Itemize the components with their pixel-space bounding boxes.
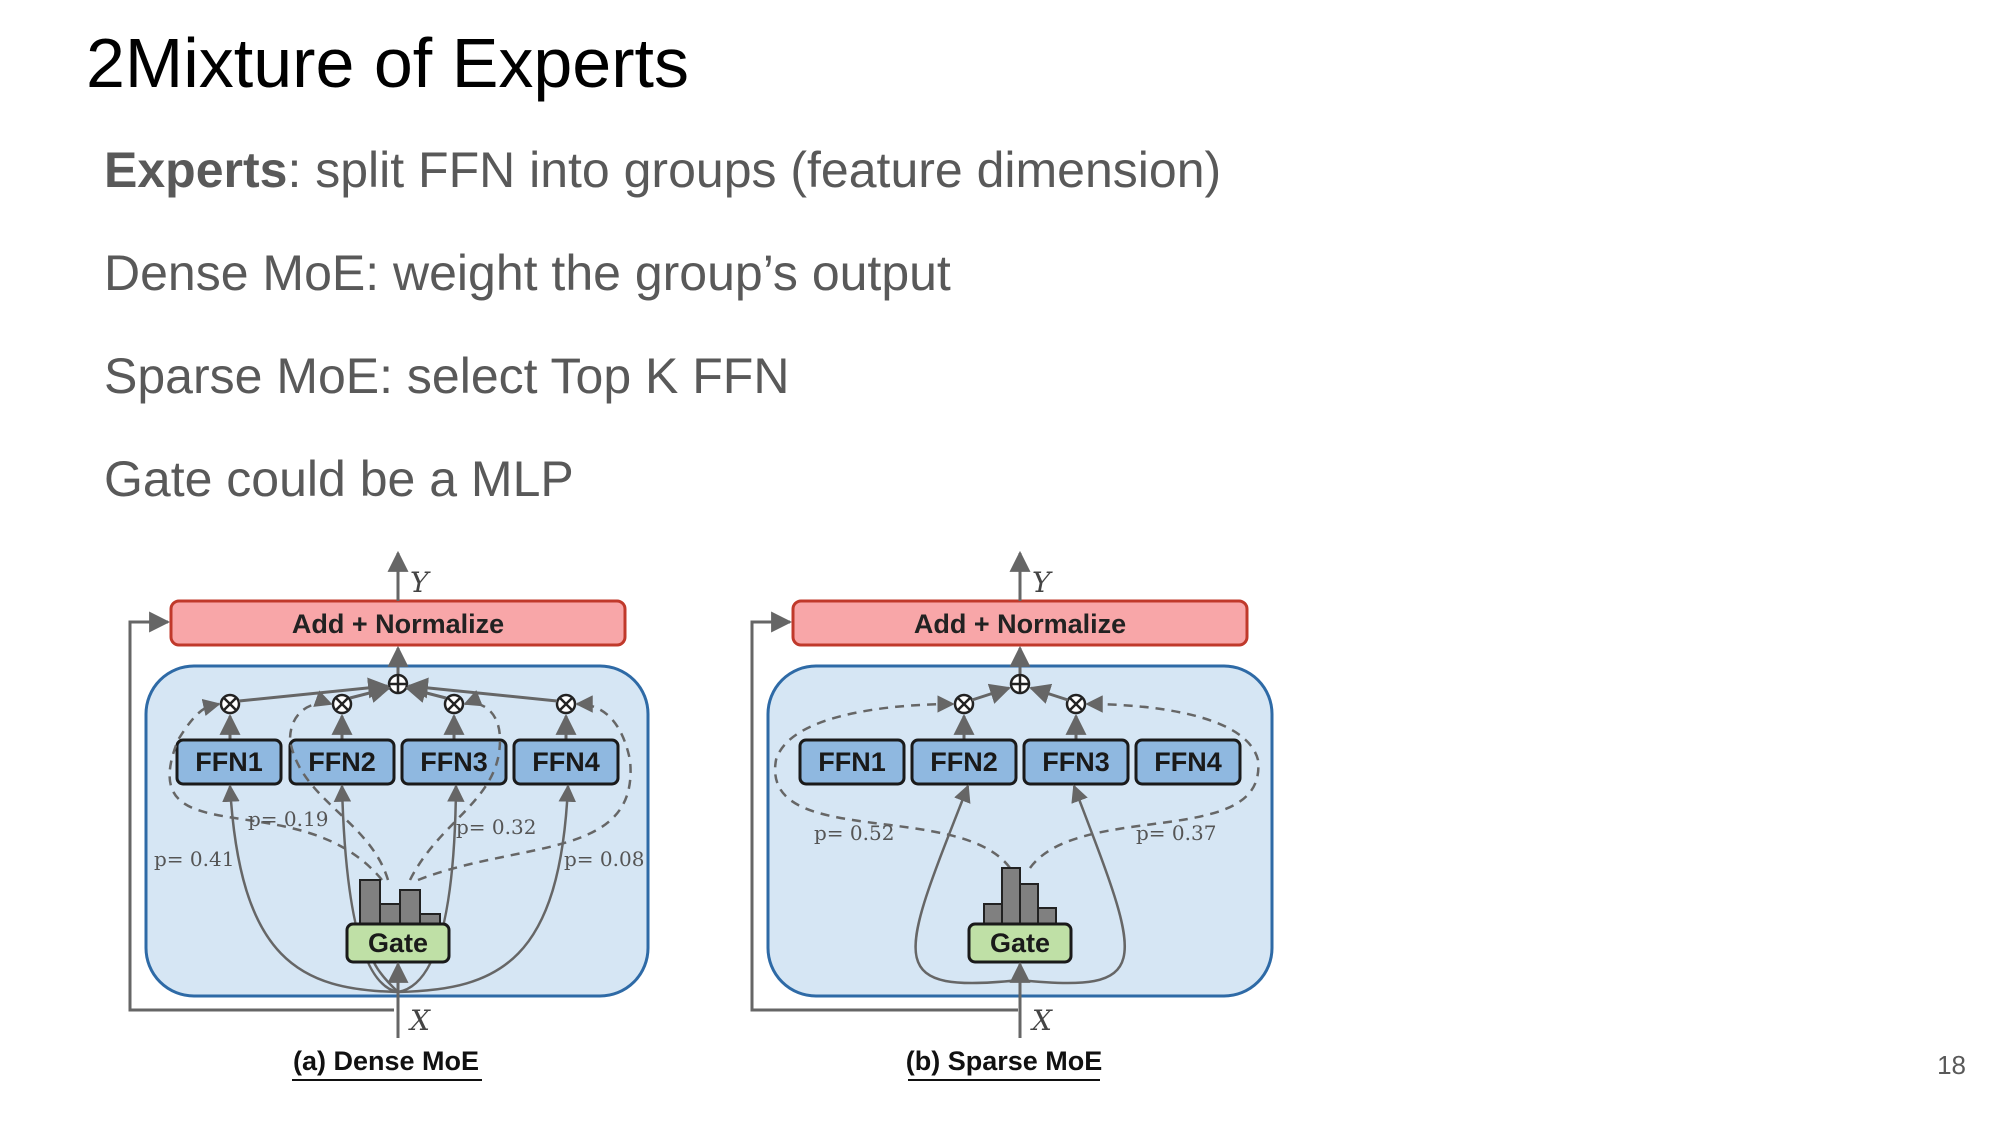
dense-caption: (a) Dense MoE [293, 1046, 479, 1076]
bullet-text: Dense MoE: weight the group’s output [104, 245, 951, 301]
dense-ffn-box [175, 738, 283, 786]
sparse-prob-label: p= 0.37 [1136, 821, 1216, 845]
sparse-residual-line [750, 611, 1018, 1012]
bullet-list: Experts: split FFN into groups (feature … [104, 140, 1221, 552]
dense-multiplier-nodes [219, 693, 577, 715]
sparse-moe-figure: Add + Normalize Y FFN1 FFN2 FFN3 FFN4 [750, 550, 1274, 1081]
bullet-bold: Experts [104, 142, 288, 198]
dense-ffn-label: FFN2 [308, 747, 376, 777]
bullet-text: : split FFN into groups (feature dimensi… [287, 142, 1222, 198]
sparse-gate-histogram [983, 867, 1057, 925]
dense-norm-label: Add + Normalize [292, 609, 504, 639]
sparse-ffn-label: FFN1 [818, 747, 886, 777]
dense-ffn-box [400, 738, 508, 786]
dense-ffn-box [288, 738, 396, 786]
dense-ffn-label: FFN3 [420, 747, 488, 777]
sparse-gate-label: Gate [990, 928, 1050, 958]
sparse-norm-label: Add + Normalize [914, 609, 1126, 639]
dense-ffn-label: FFN1 [195, 747, 263, 777]
slide-number: 18 [1937, 1050, 1966, 1080]
sparse-ffn-box [910, 738, 1018, 786]
dense-input-label: X [408, 1004, 431, 1037]
bullet-item: Experts: split FFN into groups (feature … [104, 140, 1221, 200]
sparse-ffn-label: FFN4 [1154, 747, 1222, 777]
sparse-ffn-label: FFN2 [930, 747, 998, 777]
sparse-input-label: X [1030, 1004, 1053, 1037]
dense-gate-histogram [359, 879, 441, 925]
bullet-item: Gate could be a MLP [104, 449, 1221, 509]
sparse-ffn-box [1134, 738, 1242, 786]
dense-ffn-box [512, 738, 620, 786]
dense-moe-figure: Add + Normalize Y [128, 550, 650, 1081]
dense-prob-label: p= 0.41 [154, 847, 234, 871]
dense-output-label: Y [410, 566, 431, 599]
bullet-text: Sparse MoE: select Top K FFN [104, 348, 790, 404]
sparse-prob-label: p= 0.52 [814, 821, 894, 845]
bullet-item: Sparse MoE: select Top K FFN [104, 346, 1221, 406]
sparse-ffn-box [1022, 738, 1130, 786]
sparse-multiplier-nodes [953, 693, 1087, 715]
dense-ffn-label: FFN4 [532, 747, 600, 777]
dense-prob-label: p= 0.32 [456, 815, 536, 839]
dense-prob-label: p= 0.08 [564, 847, 644, 871]
bullet-item: Dense MoE: weight the group’s output [104, 243, 1221, 303]
dense-gate-label: Gate [368, 928, 428, 958]
dense-prob-label: p= 0.19 [248, 807, 328, 831]
sparse-caption: (b) Sparse MoE [906, 1046, 1103, 1076]
sparse-ffn-label: FFN3 [1042, 747, 1110, 777]
slide-title: 2Mixture of Experts [86, 24, 689, 102]
sparse-output-label: Y [1032, 566, 1053, 599]
sparse-ffn-box [798, 738, 906, 786]
bullet-text: Gate could be a MLP [104, 451, 574, 507]
dense-residual-line [128, 611, 394, 1012]
